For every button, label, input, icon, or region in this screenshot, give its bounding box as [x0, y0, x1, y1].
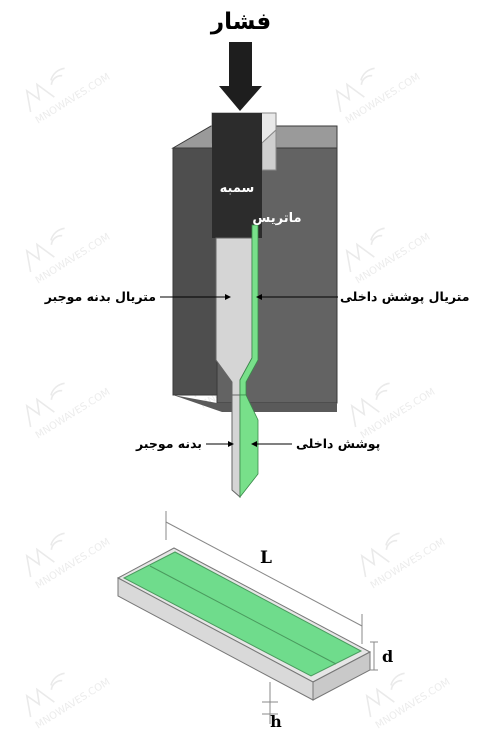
die-bottom-edge	[173, 395, 337, 412]
extrusion-diagram: فشار سمبه ماتریس متریال بدنه موجبر متریا…	[44, 9, 470, 499]
core-label: بدنه موجبر	[135, 436, 202, 451]
svg-text:MNOWAVES.COM: MNOWAVES.COM	[34, 537, 113, 592]
height-label: h	[270, 712, 282, 731]
waveguide-diagram: L d h	[116, 511, 393, 731]
pressure-arrow	[219, 42, 262, 111]
watermark-10: MNOWAVES.COM	[360, 532, 448, 592]
watermark-11: MNOWAVES.COM	[25, 672, 113, 732]
watermark-2: MNOWAVES.COM	[335, 67, 423, 127]
svg-text:MNOWAVES.COM: MNOWAVES.COM	[344, 72, 423, 127]
svg-text:MNOWAVES.COM: MNOWAVES.COM	[34, 677, 113, 732]
channel-centerline	[149, 565, 337, 665]
clad-label: پوشش داخلی	[296, 436, 380, 451]
core-material-label: متریال بدنه موجبر	[44, 289, 156, 304]
length-label: L	[260, 548, 272, 568]
length-dimension-line	[165, 521, 363, 627]
punch-body	[212, 113, 262, 238]
svg-text:MNOWAVES.COM: MNOWAVES.COM	[34, 232, 113, 287]
extruded-core	[231, 394, 241, 499]
svg-text:MNOWAVES.COM: MNOWAVES.COM	[34, 387, 113, 442]
watermark-7: MNOWAVES.COM	[25, 382, 113, 442]
pressure-label: فشار	[210, 9, 271, 35]
die-label: ماتریس	[252, 211, 301, 226]
watermark-4: MNOWAVES.COM	[345, 227, 433, 287]
svg-text:MNOWAVES.COM: MNOWAVES.COM	[354, 232, 433, 287]
svg-text:MNOWAVES.COM: MNOWAVES.COM	[374, 677, 453, 732]
extruded-clad	[239, 394, 259, 499]
die-left-face	[172, 147, 218, 396]
watermark-1: MNOWAVES.COM	[25, 67, 113, 127]
watermark-8: MNOWAVES.COM	[350, 382, 438, 442]
punch-label: سمبه	[220, 181, 255, 196]
watermark-3: MNOWAVES.COM	[25, 227, 113, 287]
watermark-9: MNOWAVES.COM	[25, 532, 113, 592]
depth-label: d	[382, 647, 393, 666]
svg-text:MNOWAVES.COM: MNOWAVES.COM	[359, 387, 438, 442]
svg-text:MNOWAVES.COM: MNOWAVES.COM	[369, 537, 448, 592]
svg-text:MNOWAVES.COM: MNOWAVES.COM	[34, 72, 113, 127]
clad-material-label: متریال پوشش داخلی	[340, 289, 470, 304]
